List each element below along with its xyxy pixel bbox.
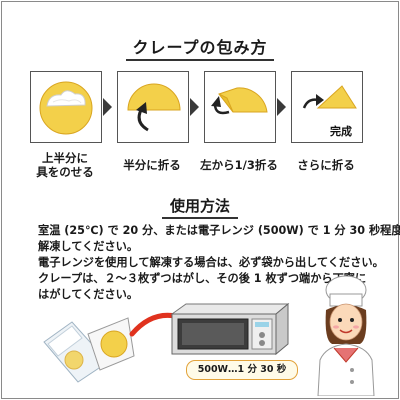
page-title-text: クレープの包み方 <box>126 38 274 61</box>
usage-line-3: 電子レンジを使用して解凍する場合は、必ず袋から出してください。 <box>38 256 384 269</box>
usage-line-5: はがしてください。 <box>38 288 139 301</box>
step-arrow-3 <box>277 98 286 116</box>
step-1-panel <box>30 71 102 143</box>
third-fold-icon <box>211 87 268 115</box>
usage-line-2: 解凍してください。 <box>38 240 139 253</box>
step-arrow-2 <box>190 98 199 116</box>
microwave-time-badge: 500W…1 分 30 秒 <box>186 360 298 380</box>
step-1-label: 上半分に 具をのせる <box>28 151 102 179</box>
usage-instructions: 室温 (25℃) で 20 分、または電子レンジ (500W) で 1 分 30… <box>38 223 400 303</box>
step-1-label-line2: 具をのせる <box>36 165 94 179</box>
crepe-with-filling-icon <box>39 81 93 135</box>
step-4-panel: 完成 <box>291 71 363 143</box>
step-1-label-line1: 上半分に <box>42 151 88 165</box>
page-title: クレープの包み方 <box>0 34 400 61</box>
step-4-label: さらに折る <box>297 158 355 172</box>
step-3-label: 左から1/3折る <box>200 158 278 172</box>
crepe-bag-illustration <box>43 317 135 383</box>
step-2-panel <box>117 71 189 143</box>
usage-title-text: 使用方法 <box>161 197 238 219</box>
usage-title: 使用方法 <box>0 195 400 219</box>
final-fold-icon: 完成 <box>302 85 357 138</box>
usage-line-4: クレープは、２～３枚ずつはがし、その後 1 枚ずつ端から丁寧に <box>38 272 367 285</box>
microwave-icon <box>170 302 290 356</box>
step-2-label: 半分に折る <box>123 158 181 172</box>
chef-illustration <box>317 275 375 396</box>
half-fold-icon <box>127 83 181 132</box>
step-3-panel <box>204 71 276 143</box>
usage-line-1: 室温 (25℃) で 20 分、または電子レンジ (500W) で 1 分 30… <box>38 224 400 237</box>
final-label: 完成 <box>330 124 352 138</box>
step-arrow-1 <box>103 98 112 116</box>
